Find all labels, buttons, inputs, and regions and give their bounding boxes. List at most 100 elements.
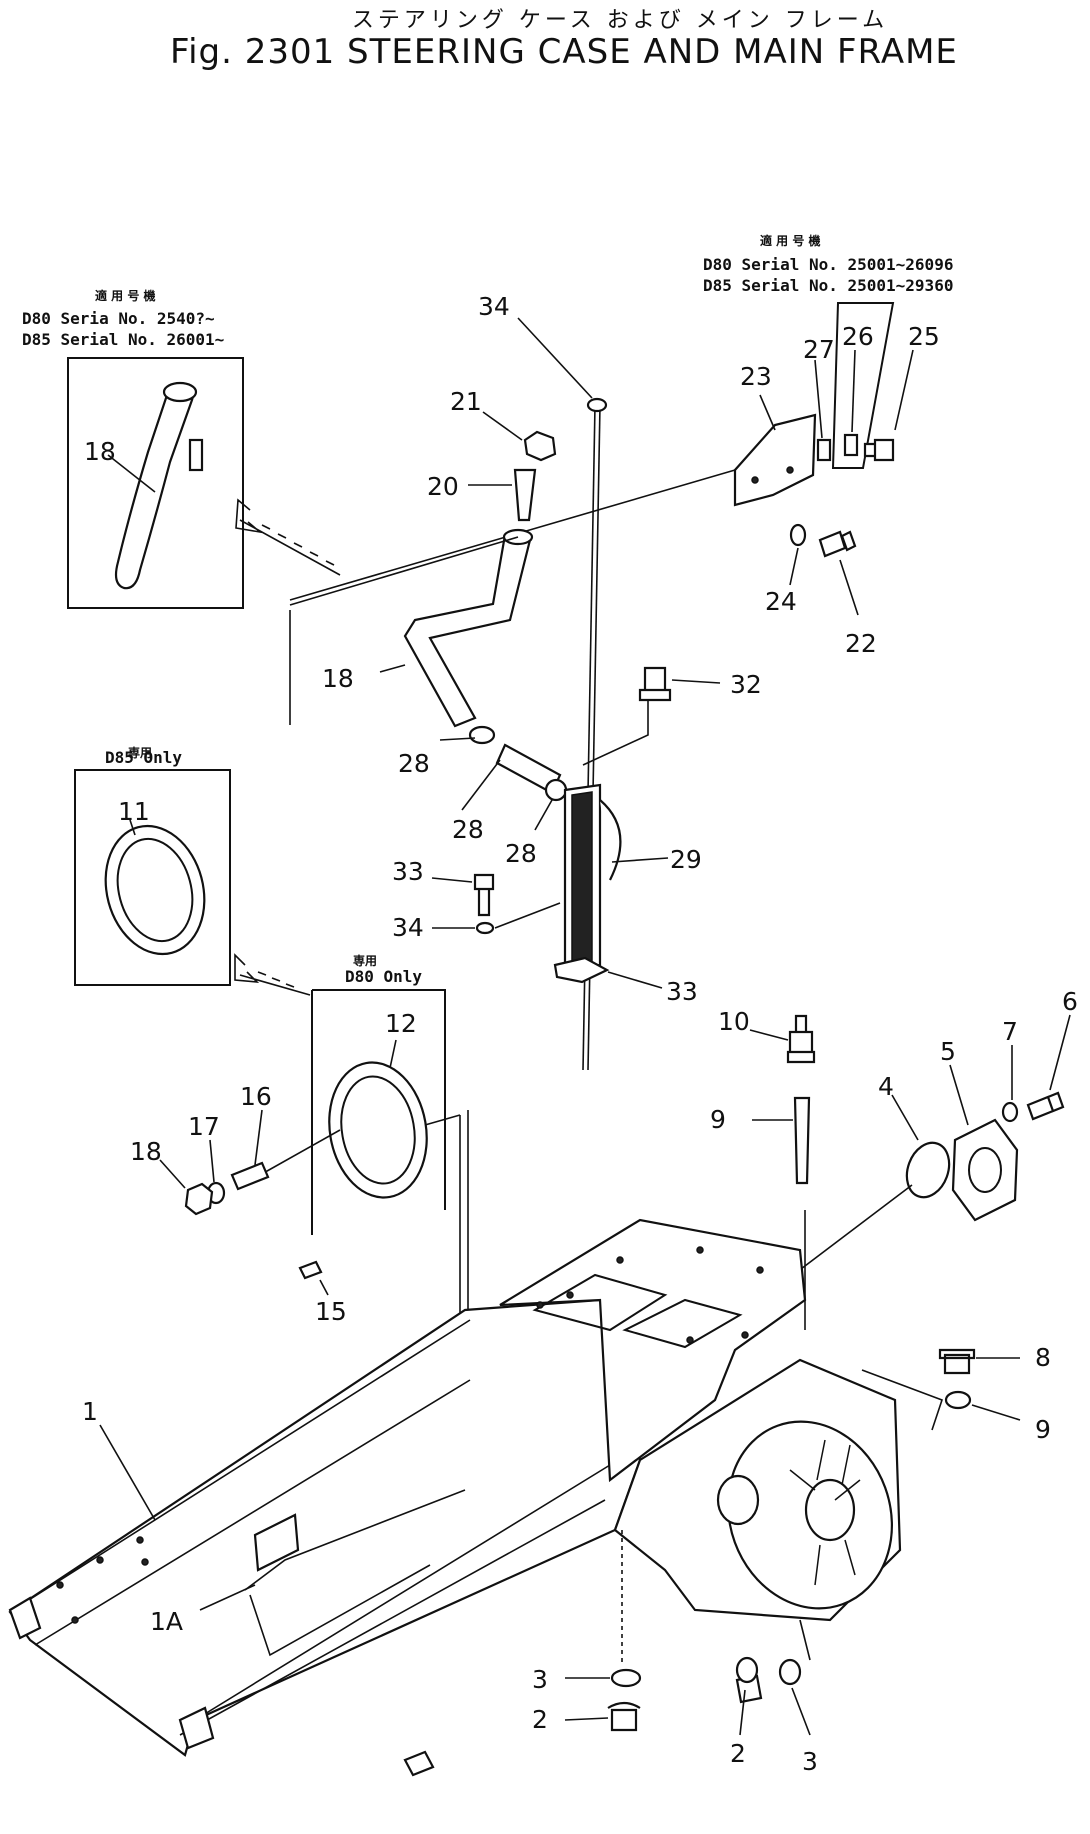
- bolt-22: [818, 530, 857, 558]
- rivet: [696, 1246, 704, 1254]
- leader-3-case: [791, 1687, 811, 1736]
- callout-2: 2: [532, 1705, 548, 1734]
- hose-clamp-lower: [544, 778, 568, 802]
- callout-33: 33: [392, 857, 424, 886]
- view-arrow-top: [235, 498, 341, 576]
- frame-rivets: [56, 1246, 764, 1624]
- leader-28-upper: [439, 737, 476, 741]
- frame-end-caps: [8, 1596, 215, 1750]
- leader-2: [564, 1717, 609, 1721]
- rivet: [136, 1536, 144, 1544]
- callout-3-case: 3: [802, 1747, 818, 1776]
- filler-tube: [403, 533, 532, 728]
- callout-14: 15: [315, 1297, 347, 1326]
- note-left-line1: D80 Seria No. 2540?~: [22, 309, 215, 328]
- leader-18: [379, 664, 406, 673]
- leader-1a: [199, 1584, 256, 1611]
- dowel-pin: [298, 1260, 323, 1280]
- leader-32: [607, 971, 663, 989]
- callout-12: 12: [385, 1009, 417, 1038]
- leader-18-alt: [107, 454, 156, 493]
- spacer: [843, 433, 859, 457]
- rivet: [616, 1256, 624, 1264]
- leader-33: [431, 877, 473, 883]
- leader-13: [129, 819, 136, 836]
- callout-9: 7: [1002, 1017, 1018, 1046]
- callout-34: 34: [392, 913, 424, 942]
- callout-32: 33: [666, 977, 698, 1006]
- rivet: [71, 1616, 79, 1624]
- washer-9: [1001, 1101, 1019, 1123]
- callout-21: 23: [740, 362, 772, 391]
- bolt-8: [1026, 1091, 1065, 1121]
- washer-34: [475, 921, 495, 935]
- strainer-plate: [553, 956, 610, 984]
- rivet: [56, 1581, 64, 1589]
- leader-6: [891, 1094, 919, 1141]
- strainer-mesh: [571, 791, 593, 966]
- washer-23: [789, 523, 807, 547]
- d85-gasket-box: [74, 769, 231, 986]
- note-left-jp: 適 用 号 機: [95, 288, 156, 303]
- leader-28-lower: [534, 799, 553, 831]
- main-frame: [8, 1218, 902, 1777]
- note-d80: D80 Only: [345, 967, 422, 986]
- bolt-link: [494, 902, 561, 929]
- leader-7: [949, 1064, 969, 1126]
- callout-27: 28: [452, 815, 484, 844]
- cover-plate-center: [968, 1147, 1002, 1193]
- leader-20: [482, 411, 523, 441]
- rivet: [566, 1291, 574, 1299]
- o-ring-large: [905, 1141, 951, 1199]
- sensor-tube: [793, 1096, 811, 1185]
- leader-5: [971, 1404, 1021, 1421]
- clamp: [816, 438, 832, 462]
- stud-line: [259, 1129, 341, 1176]
- hose-clamp-upper: [468, 725, 496, 745]
- leader-11: [749, 1029, 789, 1041]
- callout-1a: 1A: [150, 1607, 183, 1636]
- tube-assembly-line: [289, 536, 519, 725]
- side-port: [716, 1474, 760, 1526]
- mount-bracket: [253, 1513, 300, 1572]
- callout-26: 27: [803, 335, 835, 364]
- leader-14: [319, 1279, 329, 1296]
- drain-plug-2: [607, 1701, 641, 1732]
- callout-18-alt: 18: [84, 437, 116, 466]
- leader-21: [759, 394, 776, 431]
- callout-30: 32: [730, 670, 762, 699]
- main-frame-rails: [9, 1319, 611, 1736]
- figure-title: Fig. 2301 STEERING CASE AND MAIN FRAME: [170, 32, 958, 72]
- callout-29: 29: [670, 845, 702, 874]
- callout-19: 20: [427, 472, 459, 501]
- note-right-line2: D85 Serial No. 25001~29360: [703, 276, 953, 295]
- rivet: [141, 1558, 149, 1566]
- callout-17: 17: [188, 1112, 220, 1141]
- housing-ribs: [789, 1439, 861, 1586]
- case-drain-line: [799, 1619, 811, 1661]
- leader-24: [894, 349, 914, 431]
- note-d85-jp: 専用: [128, 745, 152, 760]
- note-d85: D85 Only: [105, 748, 182, 767]
- callout-4: 8: [1035, 1343, 1051, 1372]
- note-left-line2: D85 Serial No. 26001~: [22, 330, 224, 349]
- callout-8: 6: [1062, 987, 1078, 1016]
- plug-link-line: [861, 1369, 944, 1431]
- bolt-33: [473, 873, 495, 917]
- bracket-hole-2: [786, 466, 794, 474]
- leader-17: [209, 1139, 215, 1183]
- dipstick-guide: [513, 468, 537, 522]
- title-japanese: ステアリング ケース および メイン フレーム: [351, 8, 889, 33]
- alt-filler-tube-top: [162, 381, 198, 403]
- plug-2-case-head: [735, 1656, 759, 1684]
- sensor: [786, 1014, 816, 1064]
- callout-15: 16: [240, 1082, 272, 1111]
- callout-2-case: 2: [730, 1739, 746, 1768]
- stud: [230, 1161, 270, 1191]
- callout-28-lower: 28: [505, 839, 537, 868]
- leader-30: [671, 679, 721, 684]
- rivet: [96, 1556, 104, 1564]
- cap: [523, 430, 557, 462]
- plug-4: [938, 1348, 976, 1375]
